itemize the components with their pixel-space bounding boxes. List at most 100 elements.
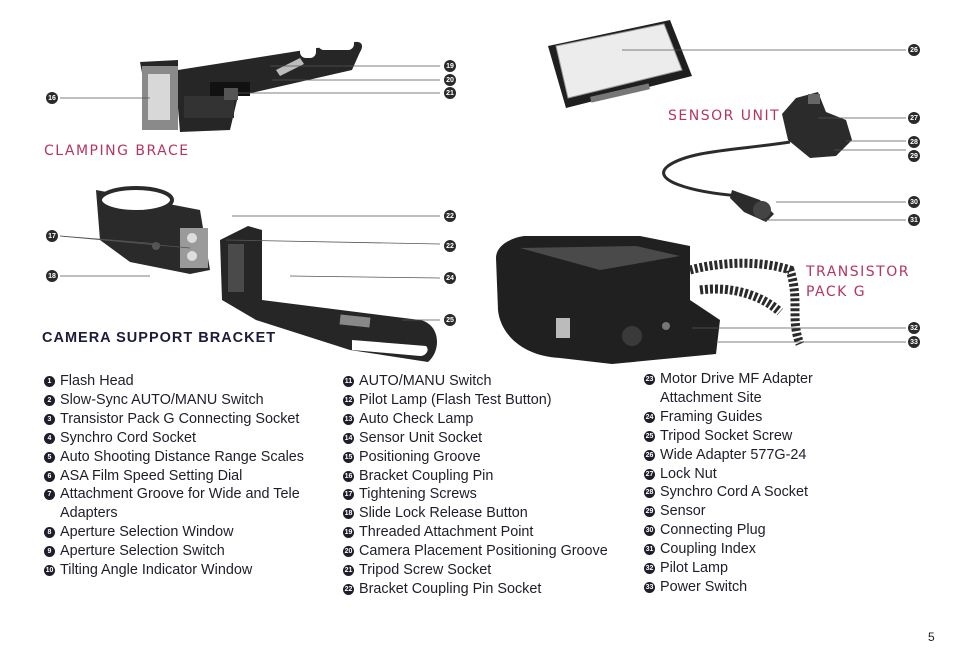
legend-item-label: Tightening Screws [359,486,477,503]
legend-item: 14 Sensor Unit Socket [343,429,613,448]
legend-item-number: 3 [44,413,55,425]
caption-camera-support-bracket: CAMERA SUPPORT BRACKET [42,330,277,346]
legend-item-number: 26 [644,449,655,461]
callout-30: 30 [908,196,920,208]
legend-item-number: 33 [644,581,655,593]
legend-item: 23 Motor Drive MF Adapter Attachment Site [644,370,874,408]
legend-item-number: 20 [343,546,354,558]
legend-item-label: Positioning Groove [359,448,481,465]
legend-item-label: Framing Guides [660,408,763,425]
legend-item-label: Motor Drive MF Adapter Attachment Site [660,371,813,406]
legend-item: 31 Coupling Index [644,540,874,559]
callout-16: 16 [46,92,58,104]
legend-item-number: 28 [644,487,655,499]
legend-item-number: 18 [343,508,354,520]
legend-item-label: Power Switch [660,578,748,595]
callout-31: 31 [908,214,920,226]
callout-18: 18 [46,270,58,282]
legend-item-number: 22 [343,583,354,595]
legend-item-label: AUTO/MANU Switch [359,373,492,389]
legend-item-label: Camera Placement Positioning Groove [359,543,608,560]
legend-item-number: 31 [644,544,655,556]
legend-item-label: Coupling Index [660,541,757,558]
legend-item: 33 Power Switch [644,578,874,597]
legend-item-number: 21 [343,565,354,577]
legend-item-number: 10 [44,565,55,577]
legend-item-label: Slow-Sync AUTO/MANU Switch [60,391,264,408]
transistor-pack-illustration [496,236,805,364]
legend-item-label: Connecting Plug [660,522,766,539]
legend-item: 26 Wide Adapter 577G-24 [644,446,874,465]
sensor-unit-illustration [662,92,852,222]
callout-22b: 22 [444,240,456,252]
legend-item-label: Threaded Attachment Point [359,524,534,541]
legend-item-label: Auto Check Lamp [359,410,474,427]
callout-20: 20 [444,74,456,86]
legend-item-number: 9 [44,546,55,558]
callout-22a: 22 [444,210,456,222]
legend-item: 24 Framing Guides [644,408,874,427]
legend-item-number: 29 [644,506,655,518]
legend-item-label: Sensor [660,503,706,520]
caption-sensor-unit: SENSOR UNIT [668,108,781,124]
legend-item: 30 Connecting Plug [644,521,874,540]
legend-item-label: Tripod Screw Socket [359,562,492,579]
legend-item-label: Pilot Lamp [660,560,728,577]
callout-32: 32 [908,322,920,334]
legend-item-number: 14 [343,432,354,444]
legend-item-number: 7 [44,489,55,501]
caption-pack-g: PACK G [806,284,867,300]
legend-item: 6 ASA Film Speed Setting Dial [44,467,314,486]
legend-item-label: Aperture Selection Switch [60,543,225,560]
legend-item-number: 13 [343,413,354,425]
callout-26: 26 [908,44,920,56]
callout-21: 21 [444,87,456,99]
legend-item-number: 8 [44,527,55,539]
callout-27: 27 [908,112,920,124]
legend-item-number: 23 [644,374,655,385]
legend-item-number: 24 [644,411,655,423]
legend-item-number: 17 [343,489,354,501]
callout-19: 19 [444,60,456,72]
legend-item: 18 Slide Lock Release Button [343,504,613,523]
legend-item: 17 Tightening Screws [343,485,613,504]
legend-item-label: Slide Lock Release Button [359,505,528,522]
legend-item: 13 Auto Check Lamp [343,410,613,429]
legend-item-number: 6 [44,470,55,482]
page-number: 5 [928,630,935,644]
legend-item-label: Wide Adapter 577G-24 [660,446,807,463]
callout-33: 33 [908,336,920,348]
legend-item-label: Auto Shooting Distance Range Scales [60,448,304,465]
legend-item-number: 25 [644,430,655,442]
legend-item-label: Bracket Coupling Pin [359,467,494,484]
legend-item-label: Sensor Unit Socket [359,429,483,446]
legend-item-label: Bracket Coupling Pin Socket [359,580,542,597]
legend-item-number: 30 [644,525,655,537]
callout-24: 24 [444,272,456,284]
legend-item-number: 2 [44,394,55,406]
legend-item: 20 Camera Placement Positioning Groove [343,542,613,561]
legend-item: 29 Sensor [644,502,874,521]
callout-17: 17 [46,230,58,242]
legend-item-number: 27 [644,468,655,480]
legend-item-label: Tilting Angle Indicator Window [60,562,253,579]
caption-transistor: TRANSISTOR [806,264,910,280]
legend-column-3: 23 Motor Drive MF Adapter Attachment Site… [644,370,874,597]
legend-item-label: Pilot Lamp (Flash Test Button) [359,391,552,408]
camera-support-bracket-illustration [220,226,438,362]
legend-item: 9 Aperture Selection Switch [44,542,314,561]
legend-item-label: ASA Film Speed Setting Dial [60,467,243,484]
legend-item: 22 Bracket Coupling Pin Socket [343,580,613,599]
legend-item-label: Aperture Selection Window [60,524,234,541]
